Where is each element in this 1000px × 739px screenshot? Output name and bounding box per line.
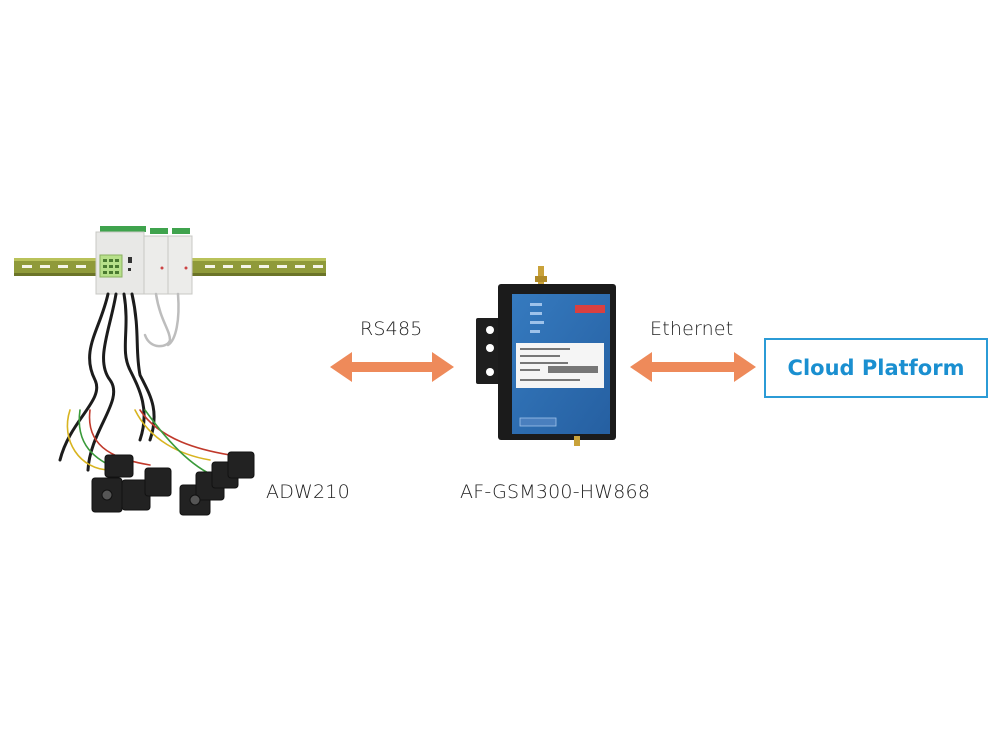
- ethernet-arrow: [630, 352, 756, 382]
- rs485-link-label: RS485: [360, 318, 423, 340]
- adw210-label: ADW210: [266, 481, 350, 503]
- af-gsm300-gateway: [476, 266, 616, 446]
- cloud-platform-label: Cloud Platform: [787, 356, 965, 380]
- ct-cables: [58, 292, 231, 479]
- rs485-arrow: [330, 352, 454, 382]
- ethernet-link-label: Ethernet: [650, 318, 734, 340]
- adw210-meter: [95, 226, 193, 295]
- gateway-label: AF-GSM300-HW868: [460, 481, 651, 503]
- current-transformers: [91, 451, 255, 516]
- cloud-platform-box: Cloud Platform: [764, 338, 988, 398]
